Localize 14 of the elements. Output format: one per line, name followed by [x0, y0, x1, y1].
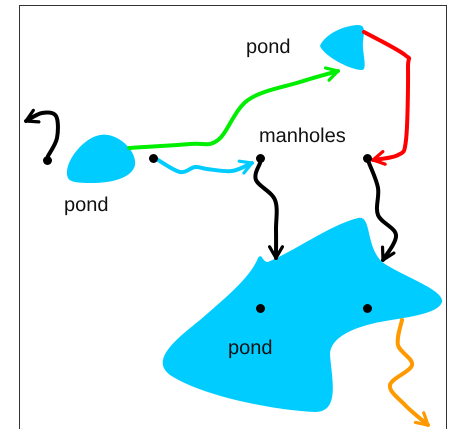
pond-label: pond	[246, 36, 290, 58]
arrow	[367, 161, 398, 262]
manholes-label: manholes	[259, 125, 346, 147]
manhole-dot	[43, 156, 52, 165]
arrow	[253, 161, 284, 260]
pond-label: pond	[228, 337, 272, 359]
manhole-dot	[363, 154, 372, 163]
arrow	[156, 158, 254, 175]
arrow	[24, 108, 60, 158]
arrow	[388, 318, 430, 427]
manhole-dot	[256, 154, 265, 163]
arrow	[127, 66, 340, 150]
manhole-dot	[149, 154, 158, 163]
pond-label: pond	[64, 194, 108, 216]
